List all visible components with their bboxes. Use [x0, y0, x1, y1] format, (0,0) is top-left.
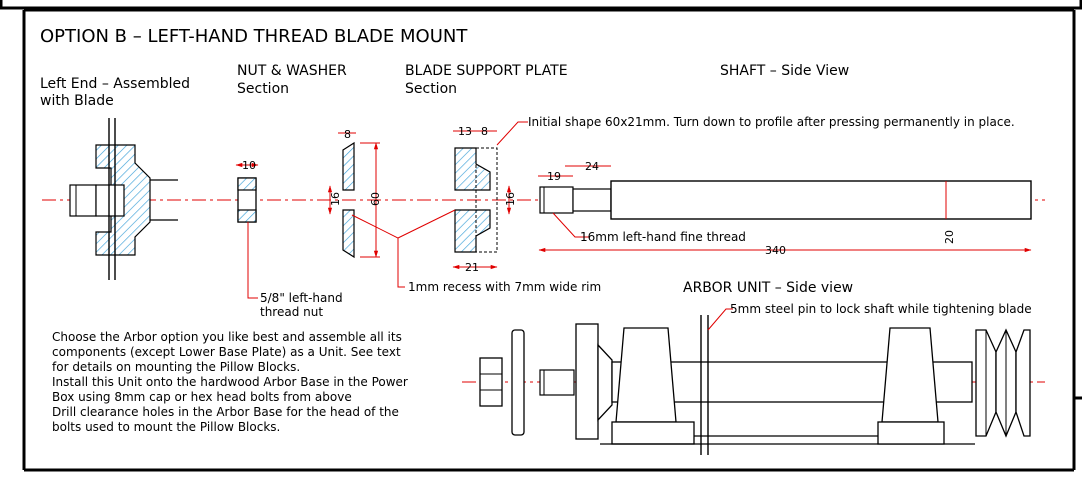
dim-plate-total: 21	[465, 261, 479, 274]
dim-shaft-length: 340	[765, 244, 786, 257]
instruction-line: components (except Lower Base Plate) as …	[52, 345, 401, 359]
dim-nut-width: 10	[242, 159, 256, 172]
instructions-block: Choose the Arbor option you like best an…	[52, 330, 408, 434]
note-initial-shape: Initial shape 60x21mm. Turn down to prof…	[528, 115, 1015, 129]
label-nut-washer: NUT & WASHER	[237, 63, 347, 79]
note-nut-2: thread nut	[260, 305, 323, 319]
shaft-side-view: 19 24 340 20 16mm left-hand fine thread	[538, 160, 1032, 257]
label-shaft-side: SHAFT – Side View	[720, 63, 849, 79]
arbor-unit-side-view: 5mm steel pin to lock shaft while tighte…	[462, 302, 1045, 455]
left-end-assembly	[69, 118, 178, 280]
label-arbor-unit: ARBOR UNIT – Side view	[683, 280, 853, 296]
recess-note: 1mm recess with 7mm wide rim	[351, 209, 601, 294]
dim-plate-w2: 8	[481, 125, 488, 138]
dim-shaft-step: 24	[585, 160, 599, 173]
dim-washer-width: 8	[344, 128, 351, 141]
note-nut-1: 5/8" left-hand	[260, 291, 343, 305]
dim-plate-w1: 13	[458, 125, 472, 138]
label-left-end-2: with Blade	[40, 93, 114, 109]
label-blade-support: BLADE SUPPORT PLATE	[405, 63, 568, 79]
instruction-line: for details on mounting the Pillow Block…	[52, 360, 300, 374]
label-blade-support-section: Section	[405, 81, 457, 97]
instruction-line: Choose the Arbor option you like best an…	[52, 330, 402, 344]
dim-washer-dia: 60	[369, 192, 382, 206]
washer-section: 8 16 60	[327, 128, 382, 259]
blade-support-plate-section: 13 8 16 21 Initial shape 60x21mm. Turn d…	[452, 115, 1015, 274]
drawing-frame	[0, 0, 1082, 472]
note-recess: 1mm recess with 7mm wide rim	[408, 280, 601, 294]
dim-shaft-thread: 19	[547, 170, 561, 183]
instruction-line: Box using 8mm cap or hex head bolts from…	[52, 390, 352, 404]
nut-section: 10 5/8" left-hand thread nut	[235, 159, 343, 319]
dim-washer-bore: 16	[329, 192, 342, 206]
instruction-line: bolts used to mount the Pillow Blocks.	[52, 420, 280, 434]
label-nut-washer-section: Section	[237, 81, 289, 97]
instruction-line: Install this Unit onto the hardwood Arbo…	[52, 375, 408, 389]
note-pin: 5mm steel pin to lock shaft while tighte…	[730, 302, 1032, 316]
dim-shaft-dia: 20	[943, 230, 956, 244]
note-thread: 16mm left-hand fine thread	[580, 230, 746, 244]
dim-plate-bore: 16	[504, 192, 517, 206]
label-left-end: Left End – Assembled	[40, 76, 190, 92]
instruction-line: Drill clearance holes in the Arbor Base …	[52, 405, 399, 419]
drawing-title: OPTION B – LEFT-HAND THREAD BLADE MOUNT	[40, 26, 468, 47]
